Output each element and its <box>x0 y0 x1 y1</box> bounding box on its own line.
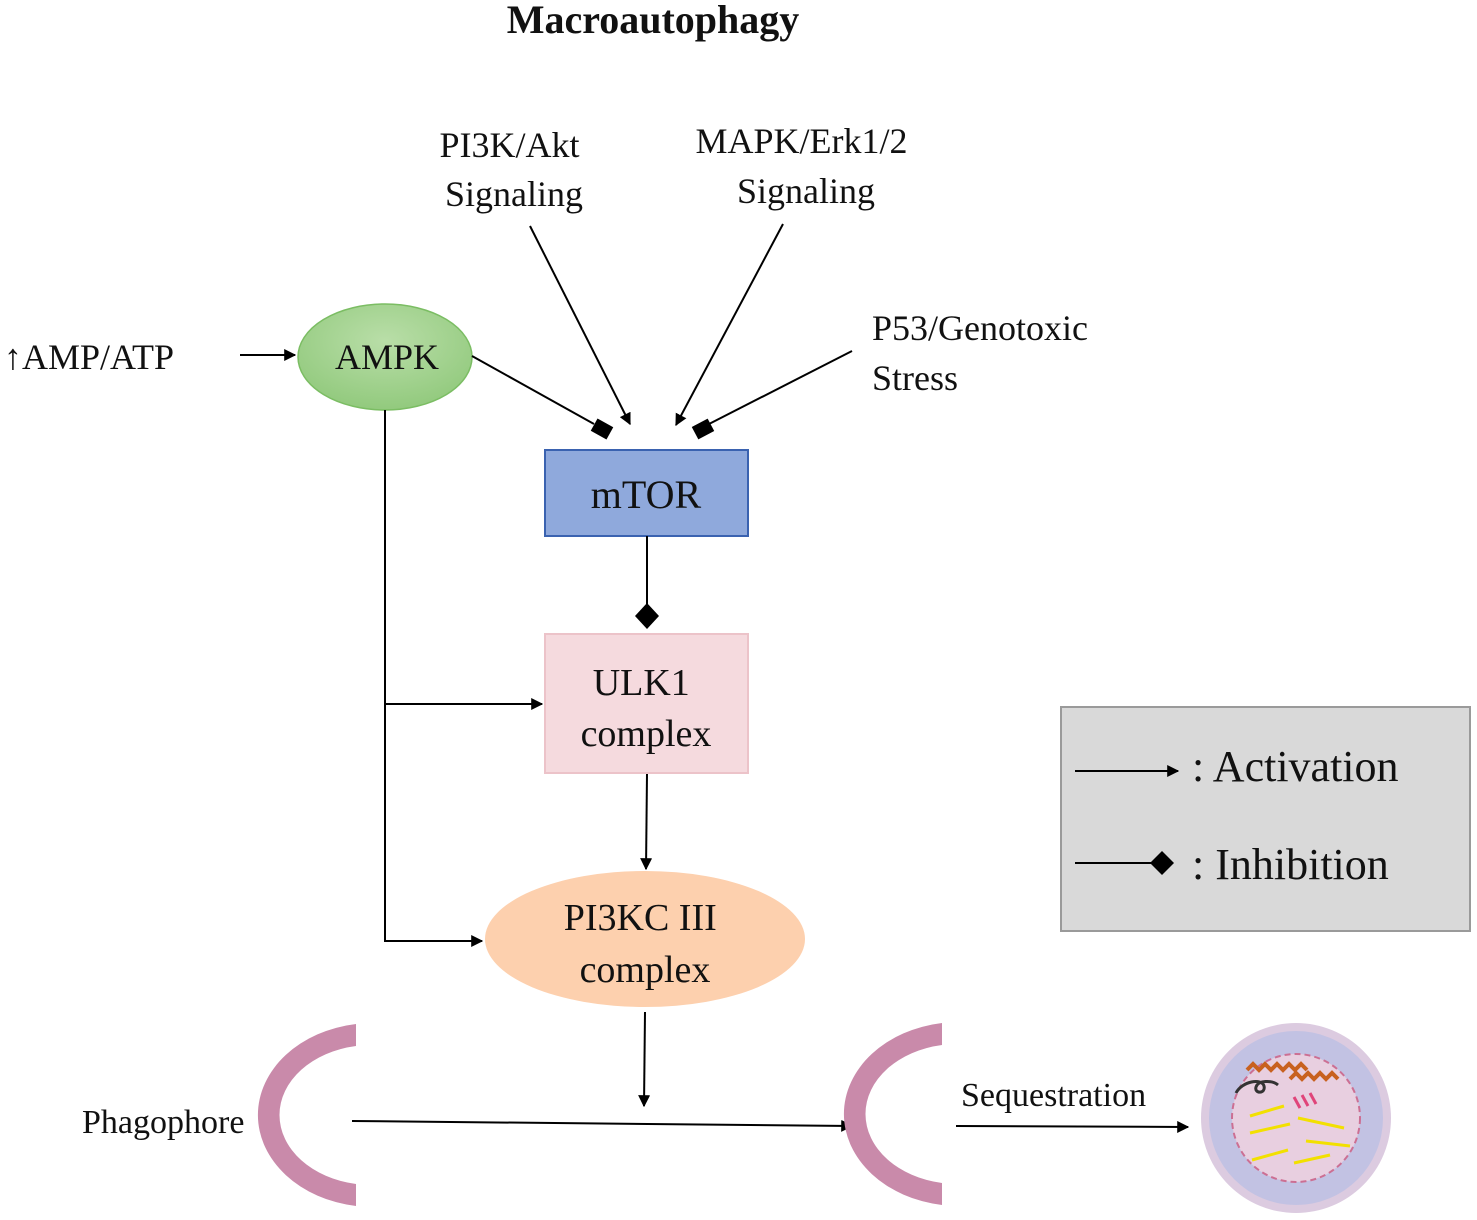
p53-label: P53/Genotoxic Stress <box>872 308 1097 398</box>
sequestration-arrow <box>955 1120 1190 1133</box>
pi3kc-complex-node <box>485 871 805 1007</box>
ulk1-complex-label: ULK1 complex <box>581 662 712 755</box>
p53-inhibits-mtor-line <box>708 350 853 425</box>
expanding-membrane-icon <box>843 1023 942 1205</box>
mtor-label: mTOR <box>591 472 702 517</box>
diagram-title: Macroautophagy <box>507 0 800 42</box>
ampk-label: AMPK <box>335 337 439 377</box>
mapk-erk-label: MAPK/Erk1/2 Signaling <box>695 121 916 211</box>
phagophore-expansion-arrow <box>351 1119 854 1132</box>
ampk-inhibits-mtor-line <box>471 355 595 425</box>
amp-atp-label: ↑AMP/ATP <box>4 337 174 377</box>
sequestration-label: Sequestration <box>961 1077 1146 1114</box>
pi3k-akt-label: PI3K/Akt Signaling <box>439 125 588 214</box>
pi3kc-to-process-arrow <box>638 1011 651 1108</box>
ulk1-complex-node <box>544 633 749 774</box>
legend-inhibition-diamond <box>1150 851 1174 875</box>
mtor-node <box>544 449 749 537</box>
ulk1-activates-pi3kc-arrow <box>640 773 653 871</box>
legend-inhibition-label: : Inhibition <box>1192 840 1389 889</box>
p53-inhibits-mtor-head <box>691 418 715 440</box>
phagophore-membrane-icon <box>257 1024 356 1206</box>
legend: : Activation : Inhibition <box>1060 706 1471 932</box>
ampk-inhibits-mtor-head <box>590 418 614 440</box>
mtor-inhibits-ulk1-head <box>635 603 659 629</box>
legend-activation-label: : Activation <box>1192 742 1399 791</box>
pi3kc-complex-label: PI3KC III complex <box>564 897 727 991</box>
mapk-activates-mtor-arrow <box>675 223 784 427</box>
legend-box <box>1060 706 1471 932</box>
ampk-to-pi3kc-connector <box>384 410 484 947</box>
autophagosome-icon <box>1201 1023 1391 1213</box>
pi3k-activates-mtor-arrow <box>529 225 631 426</box>
phagophore-label: Phagophore <box>82 1104 244 1141</box>
